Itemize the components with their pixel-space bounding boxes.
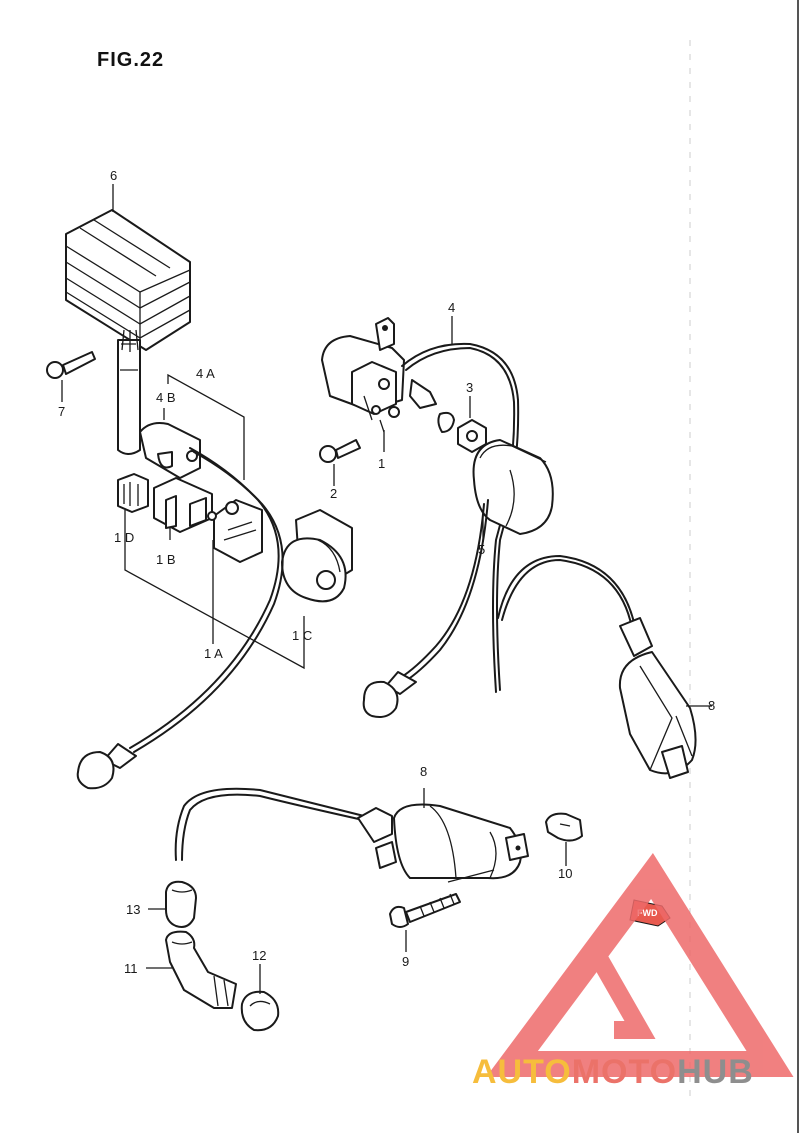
- watermark-moto: MOTO: [572, 1053, 677, 1091]
- label-1d: 1 D: [114, 530, 134, 545]
- watermark-logo: AUTOMOTOHUB: [472, 853, 794, 1091]
- label-8-lower: 8: [420, 764, 427, 779]
- boot-center: [362, 671, 417, 718]
- sleeve-10: [545, 812, 583, 866]
- connector-4b: [139, 422, 201, 479]
- label-2: 2: [330, 486, 337, 501]
- label-3: 3: [466, 380, 473, 395]
- callout-labels: 6 7 4 A 4 B 1 D 1 B 1 C 1 A 1 2 4 3 5 8 …: [58, 168, 715, 976]
- label-7: 7: [58, 404, 65, 419]
- boot-left: [76, 743, 137, 790]
- relay-1a: [207, 499, 263, 563]
- label-1c: 1 C: [292, 628, 312, 643]
- bolt-9: [389, 893, 461, 952]
- label-4a: 4 A: [196, 366, 215, 381]
- label-9: 9: [402, 954, 409, 969]
- frame-4a: [124, 373, 305, 670]
- label-1b: 1 B: [156, 552, 176, 567]
- screw-2: [319, 439, 361, 486]
- fwd-badge-text: FWD: [637, 908, 658, 918]
- screw-7: [46, 351, 96, 402]
- ignition-coil-lower: [357, 788, 529, 883]
- label-1a: 1 A: [204, 646, 223, 661]
- label-4: 4: [448, 300, 455, 315]
- cap-12: [240, 964, 280, 1032]
- nut-3: [457, 396, 487, 453]
- regulator-rectifier: [65, 184, 191, 455]
- watermark-hub: HUB: [677, 1053, 754, 1091]
- figure-title: FIG.22: [97, 49, 165, 71]
- label-5: 5: [478, 542, 485, 557]
- label-13: 13: [126, 902, 140, 917]
- starter-relay-1c: [281, 509, 353, 603]
- svg-text:AUTOMOTOHUB: AUTOMOTOHUB: [472, 1053, 754, 1091]
- label-12: 12: [252, 948, 266, 963]
- watermark-triangle: [486, 853, 794, 1077]
- label-8-right: 8: [708, 698, 715, 713]
- label-10: 10: [558, 866, 572, 881]
- watermark-auto: AUTO: [472, 1053, 572, 1091]
- bracket-1b: [153, 477, 213, 533]
- grommet-13: [148, 880, 197, 928]
- label-4b: 4 B: [156, 390, 176, 405]
- label-1: 1: [378, 456, 385, 471]
- watermark-inner-mark: [592, 955, 656, 1039]
- starter-solenoid: [321, 317, 405, 452]
- label-11: 11: [124, 961, 138, 976]
- elbow-boot-11: [146, 930, 237, 1009]
- fuse-1d: [117, 473, 149, 513]
- ignition-coil-right: [618, 617, 712, 779]
- label-6: 6: [110, 168, 117, 183]
